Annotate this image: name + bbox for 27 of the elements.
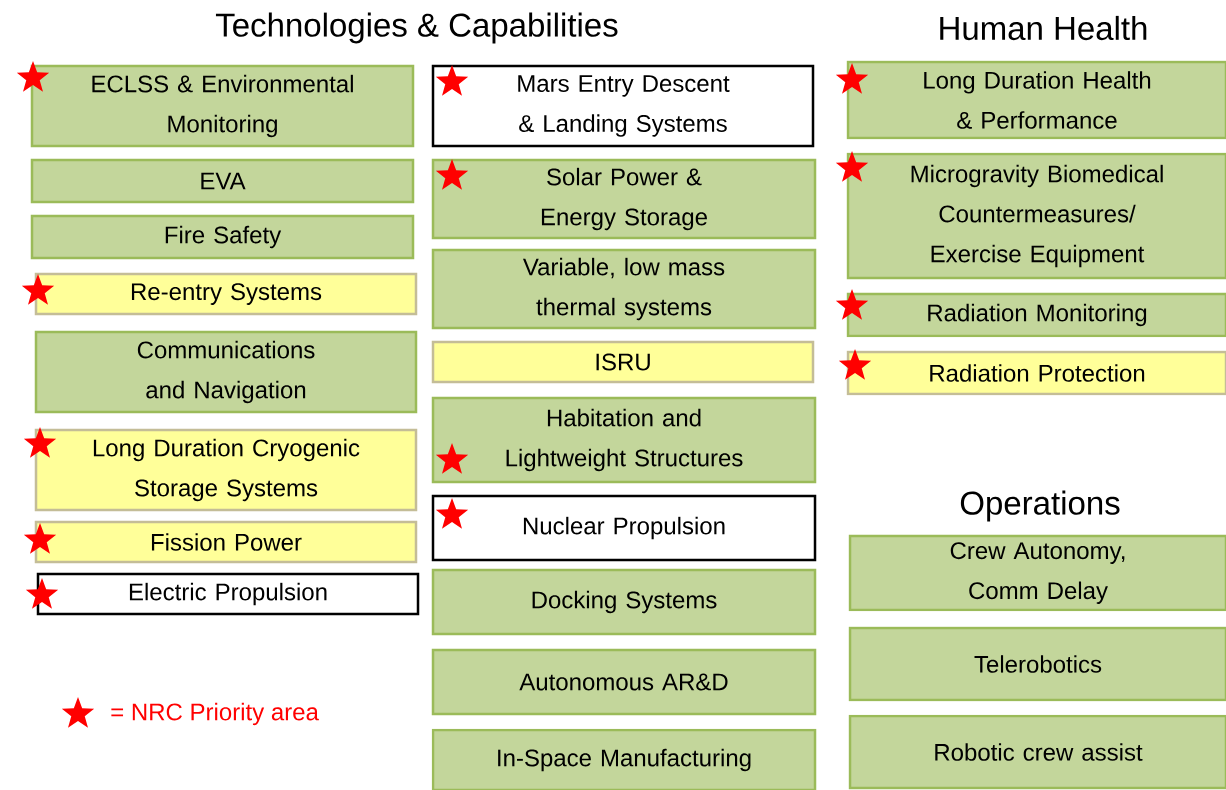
topic-box: Nuclear Propulsion <box>431 494 817 562</box>
topic-box: ECLSS & Environmental Monitoring <box>30 64 415 148</box>
topic-box: Radiation Monitoring <box>846 292 1226 338</box>
topic-box: Crew Autonomy, Comm Delay <box>848 534 1226 612</box>
topic-box: Electric Propulsion <box>36 572 420 616</box>
topic-box: In-Space Manufacturing <box>431 728 817 790</box>
topic-box: Variable, low mass thermal systems <box>431 248 817 330</box>
topic-box: Robotic crew assist <box>848 714 1226 790</box>
topic-box: Re-entry Systems <box>34 272 418 316</box>
section-heading: Technologies & Capabilities <box>215 12 618 44</box>
topic-box: EVA <box>30 158 415 204</box>
topic-box: Mars Entry Descent & Landing Systems <box>431 64 815 148</box>
topic-box: Microgravity Biomedical Countermeasures/ Exercise Equipment <box>846 152 1226 280</box>
topic-box: Long Duration Cryogenic Storage Systems <box>34 428 418 512</box>
topic-box: Solar Power & Energy Storage <box>431 158 817 240</box>
topic-box: Docking Systems <box>431 568 817 636</box>
topic-box: Fission Power <box>34 520 418 564</box>
topic-box: Communications and Navigation <box>34 330 418 414</box>
topic-box: Autonomous AR&D <box>431 648 817 716</box>
topic-box: Habitation and Lightweight Structures <box>431 396 817 484</box>
topic-box: Radiation Protection <box>846 350 1226 396</box>
section-heading: Operations <box>960 490 1120 522</box>
topic-box: Fire Safety <box>30 214 415 260</box>
legend-text: = NRC Priority area <box>111 702 319 726</box>
topic-box: Telerobotics <box>848 626 1226 702</box>
topic-box: ISRU <box>431 340 815 384</box>
topic-box: Long Duration Health & Performance <box>846 60 1226 140</box>
